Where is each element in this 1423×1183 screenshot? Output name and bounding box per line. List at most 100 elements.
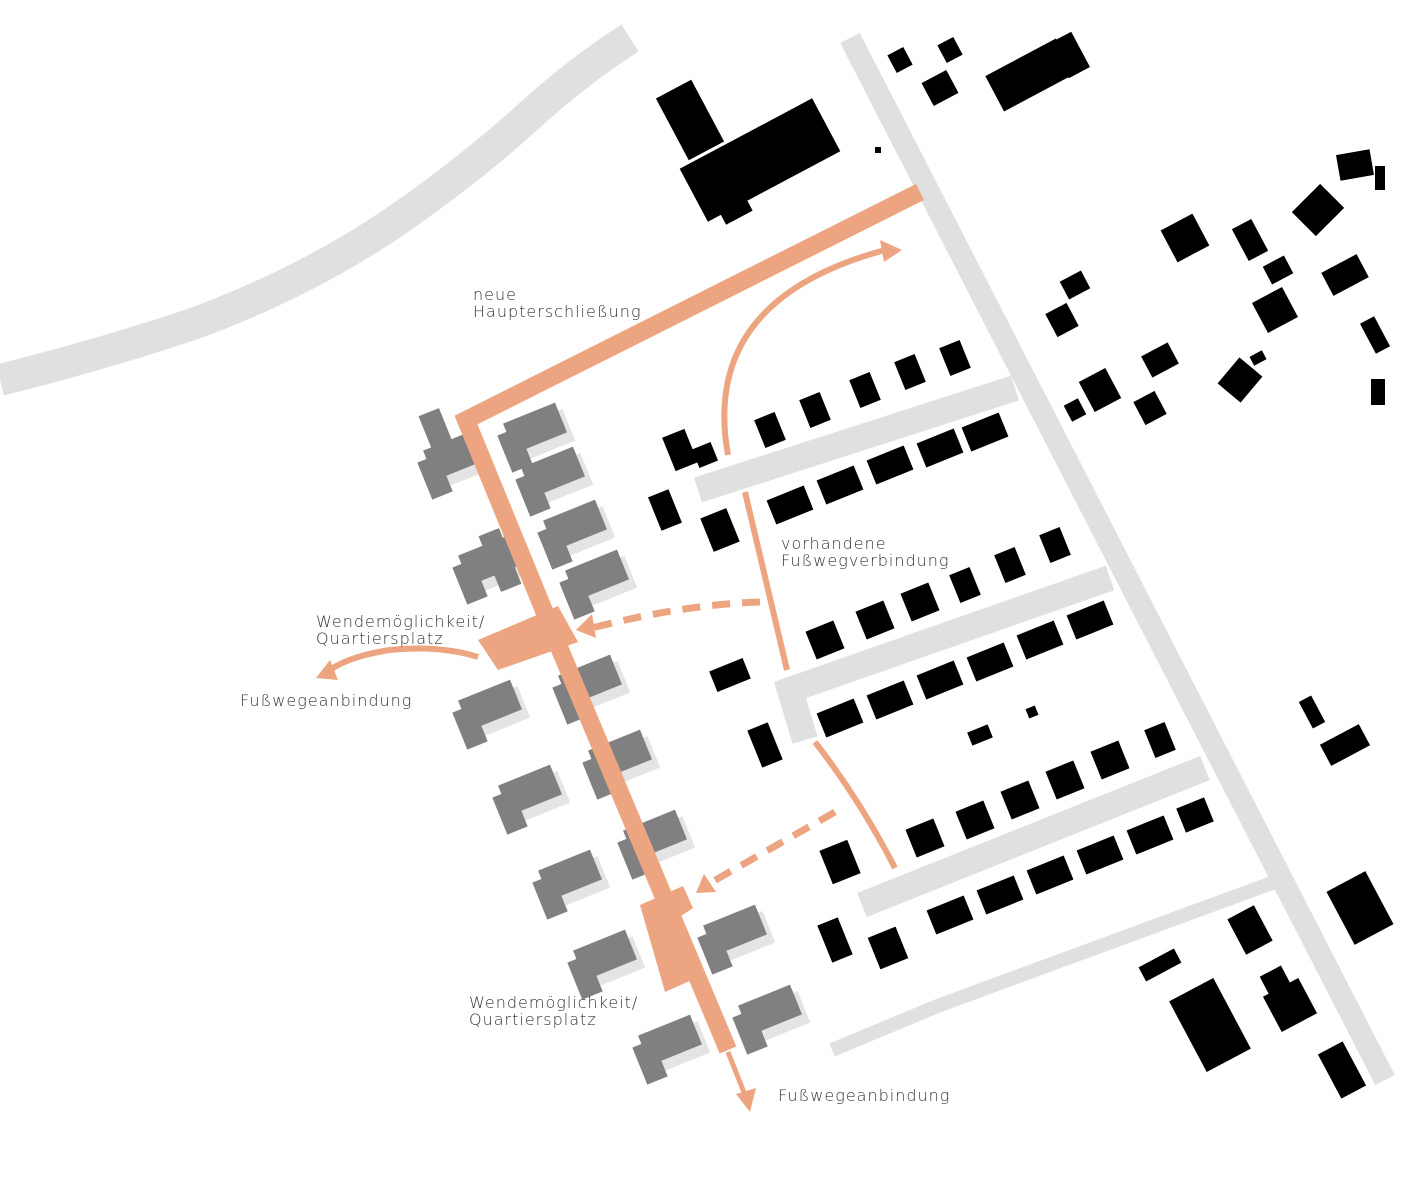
existing-building [747,722,783,768]
existing-building [1252,287,1298,333]
existing-building [754,411,786,449]
west-footpath-arrow [328,645,479,673]
existing-building [1336,149,1374,181]
label-footpath-west: Fußwegeanbindung [240,691,413,710]
existing-buildings [648,31,1394,1099]
existing-building [1227,905,1273,955]
label-plaza-1: Wendemöglichkeit/ Quartiersplatz [316,613,485,647]
existing-building [799,391,831,429]
existing-building [819,839,861,885]
label-line: neue [473,285,517,304]
existing-building [887,46,913,74]
existing-building [1045,760,1085,800]
existing-building [875,147,881,153]
existing-building [955,800,995,840]
existing-building [648,489,682,531]
arrowhead-dashed-1 [576,614,596,638]
existing-building [1359,316,1391,354]
existing-building [1090,740,1130,780]
new-building [532,874,568,920]
existing-building [1141,342,1179,378]
existing-building [1326,871,1394,945]
existing-building [805,620,845,660]
roads [0,24,1395,1086]
label-plaza-2: Wendemöglichkeit/ Quartiersplatz [469,994,638,1028]
existing-building [1160,213,1210,263]
label-main-access: neue Haupterschließung [473,286,642,320]
existing-building [1050,31,1090,79]
existing-building [866,445,914,485]
existing-building [921,69,959,107]
curved-access-arrow [721,247,886,456]
existing-building [1000,780,1040,820]
existing-building [816,698,864,738]
existing-building [1249,350,1267,366]
existing-building [916,428,964,468]
existing-building [1063,398,1087,422]
existing-building [1169,977,1251,1073]
label-footpath-south: Fußwegeanbindung [778,1086,951,1105]
south-footpath-arrow [725,1051,748,1096]
existing-building [867,926,909,970]
existing-building [1025,705,1039,719]
arrowhead-west [316,660,338,680]
existing-building [1078,367,1122,413]
existing-building [1176,797,1214,833]
new-building [515,471,551,517]
existing-building [937,36,963,64]
existing-building [655,79,725,161]
label-line: Wendemöglichkeit/ [469,993,639,1012]
existing-building [1317,1041,1367,1099]
existing-building [994,546,1026,584]
existing-building [700,508,740,552]
existing-building [905,818,945,858]
existing-building [691,441,719,469]
existing-building [1066,600,1114,640]
existing-building [949,566,981,604]
existing-building [985,38,1075,112]
existing-building [916,660,964,700]
curved-road [0,24,639,396]
new-building [567,954,603,1000]
existing-building [1371,379,1385,405]
existing-building [1375,166,1385,190]
existing-building [1076,835,1124,875]
existing-building [1039,526,1071,564]
dashed-arrow-1 [591,598,761,632]
existing-building [966,642,1014,682]
arrowhead-northeast [880,240,902,262]
existing-building [662,428,698,472]
access-routes [316,183,925,1112]
existing-building [1026,855,1074,895]
side-street-1 [694,375,1019,503]
plaza-1 [478,606,578,670]
existing-building [1231,218,1269,262]
existing-building [1138,948,1182,982]
side-street-4 [829,873,1283,1057]
existing-building [1059,270,1091,300]
label-line: Fußwegverbindung [781,551,950,570]
existing-building [855,600,895,640]
existing-building [707,175,753,225]
label-existing-footpath: vorhandene Fußwegverbindung [781,535,950,569]
existing-building [939,339,971,377]
label-line: Quartiersplatz [469,1010,597,1029]
label-line: Quartiersplatz [316,629,444,648]
arrowhead-south [736,1088,756,1112]
new-building [697,929,733,975]
new-buildings [417,402,811,1085]
existing-building [709,658,751,692]
existing-building [976,875,1024,915]
new-building [732,1009,768,1055]
side-street-2 [773,565,1115,744]
existing-building [1291,183,1345,237]
existing-building [1045,302,1079,338]
new-building [478,528,522,592]
existing-building [817,917,853,963]
existing-building [894,353,926,391]
existing-footpath-south [812,740,898,870]
new-building [452,704,488,750]
existing-building [1133,390,1167,426]
